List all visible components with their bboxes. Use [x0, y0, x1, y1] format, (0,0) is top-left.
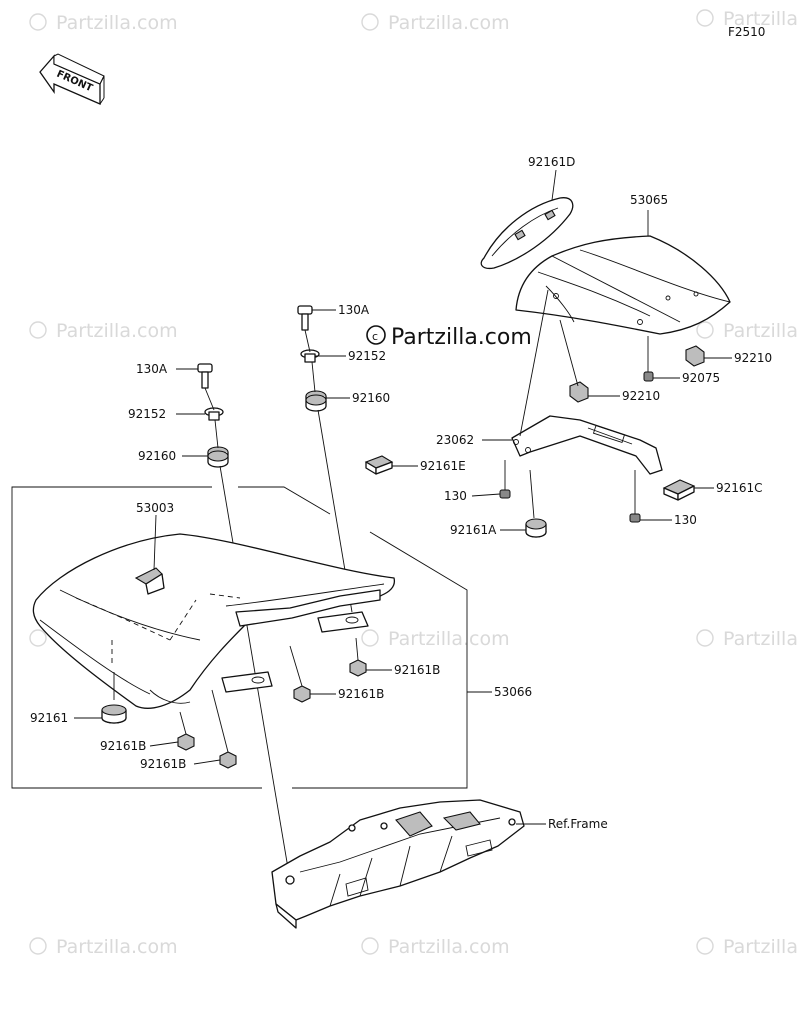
bolt-130A-b: [297, 305, 313, 331]
callout-92161B-d: 92161B: [140, 757, 186, 771]
damper-92210-b: [569, 381, 589, 403]
callout-ref-frame: Ref.Frame: [548, 817, 608, 831]
leader-lines: [74, 169, 732, 825]
svg-text:Partzilla.com: Partzilla.com: [723, 936, 800, 958]
callout-130-a: 130: [444, 489, 467, 503]
damper-92160-b: [305, 390, 327, 412]
callout-92152-a: 92152: [128, 407, 166, 421]
callout-92161C: 92161C: [716, 481, 763, 495]
watermark: Partzilla.com: [361, 12, 510, 34]
callout-92161B-a: 92161B: [394, 663, 440, 677]
callout-130A-a: 130A: [136, 362, 168, 376]
bolt-130-a: [499, 460, 511, 499]
watermark: Partzilla.com: [361, 936, 510, 958]
damper-92161: [101, 672, 127, 724]
callout-92161E: 92161E: [420, 459, 466, 473]
seat-assembly-outline-53066: [11, 486, 492, 789]
seat-cowl-pad-92161D: [480, 197, 574, 270]
damper-92161B-a: [349, 637, 367, 677]
svg-text:Partzilla.com: Partzilla.com: [388, 12, 510, 34]
callout-92210-b: 92210: [622, 389, 660, 403]
callout-53003: 53003: [136, 501, 174, 515]
callout-92161D: 92161D: [528, 155, 575, 169]
callout-92152-b: 92152: [348, 349, 386, 363]
callout-92160-b: 92160: [352, 391, 390, 405]
svg-text:Partzilla.com: Partzilla.com: [388, 936, 510, 958]
pad-92161C: [662, 479, 696, 501]
callout-92210-a: 92210: [734, 351, 772, 365]
brand-logo: c Partzilla.com: [366, 325, 532, 350]
bracket-23062: [511, 415, 663, 475]
callout-92160-a: 92160: [138, 449, 176, 463]
svg-text:Partzilla.com: Partzilla.com: [723, 320, 800, 342]
callout-92161: 92161: [30, 711, 68, 725]
callout-53065: 53065: [630, 193, 668, 207]
front-arrow-icon: FRONT: [39, 53, 105, 105]
bolt-130A-a: [197, 363, 213, 389]
callout-130A-b: 130A: [338, 303, 370, 317]
svg-text:Partzilla.com: Partzilla.com: [56, 320, 178, 342]
seat-tab-right: [317, 611, 369, 633]
callout-92075: 92075: [682, 371, 720, 385]
svg-text:Partzilla.com: Partzilla.com: [723, 628, 800, 650]
svg-text:Partzilla.com: Partzilla.com: [391, 325, 532, 350]
seat-tab-left: [221, 671, 273, 693]
clip-92075: [643, 336, 654, 382]
figure-code: F2510: [728, 25, 765, 39]
callout-labels: 92161D 53065 92210 92075 92210 23062 130…: [30, 155, 772, 831]
callout-92161B-c: 92161B: [100, 739, 146, 753]
callout-92161B-b: 92161B: [338, 687, 384, 701]
watermark: Partzilla.com: [361, 628, 510, 650]
watermark: Partzilla.com: [696, 8, 800, 30]
callout-23062: 23062: [436, 433, 474, 447]
watermark: Partzilla.com: [29, 12, 178, 34]
rider-seat-53003: [32, 533, 396, 709]
watermark: Partzilla.com: [696, 936, 800, 958]
callout-92161A: 92161A: [450, 523, 497, 537]
svg-text:Partzilla.com: Partzilla.com: [723, 8, 800, 30]
svg-text:Partzilla.com: Partzilla.com: [56, 12, 178, 34]
watermark: Partzilla.com: [696, 320, 800, 342]
svg-text:Partzilla.com: Partzilla.com: [388, 628, 510, 650]
damper-92161B-d: [211, 689, 237, 769]
bolt-130-b: [629, 470, 641, 523]
callout-130-b: 130: [674, 513, 697, 527]
damper-92161B-c: [177, 711, 195, 751]
damper-92161B-b: [289, 645, 311, 703]
watermark: Partzilla.com: [29, 936, 178, 958]
watermark: Partzilla.com: [29, 320, 178, 342]
callout-53066: 53066: [494, 685, 532, 699]
damper-92160-a: [207, 446, 229, 468]
collar-92152-a: [204, 407, 224, 421]
rear-frame: [271, 799, 525, 929]
svg-text:Partzilla.com: Partzilla.com: [56, 936, 178, 958]
svg-text:c: c: [372, 330, 378, 343]
seat-cowl-53065: [515, 235, 731, 335]
damper-92161A: [525, 469, 547, 538]
watermark: Partzilla.com: [696, 628, 800, 650]
pad-92161E: [364, 455, 394, 475]
damper-92210-a: [685, 345, 705, 367]
